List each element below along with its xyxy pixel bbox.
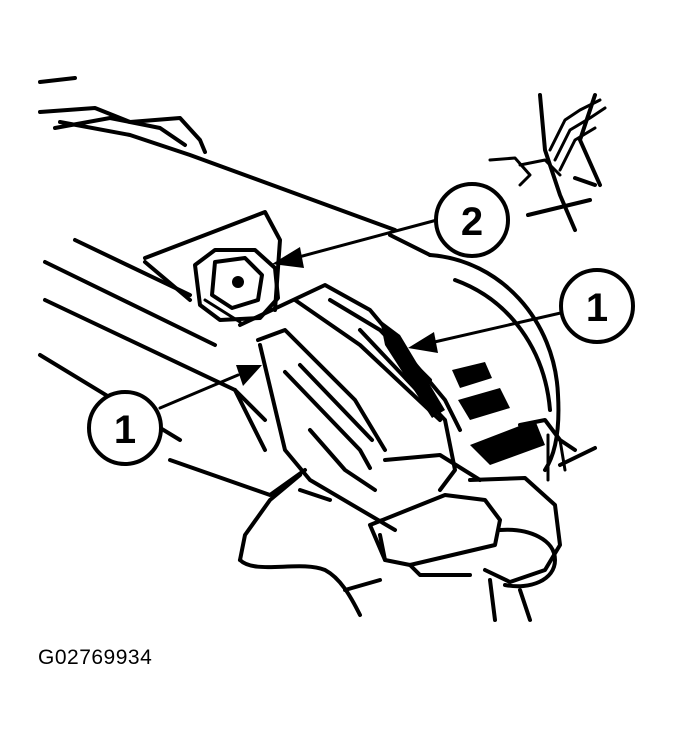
- motor-housing: [388, 233, 597, 482]
- mounting-bracket: [38, 210, 307, 497]
- figure-code: G02769934: [38, 646, 153, 669]
- callout-1-right: 1: [559, 268, 635, 344]
- upper-frame-outline: [38, 76, 397, 232]
- electrical-connector: [368, 476, 562, 622]
- callout-label: 1: [586, 286, 608, 330]
- wiring-harness: [488, 93, 607, 232]
- component-body: [238, 283, 482, 532]
- mounting-bolt: [193, 248, 280, 324]
- callout-label: 2: [461, 200, 483, 244]
- callout-leader-1-left: [158, 365, 262, 410]
- callout-2: 2: [434, 182, 510, 258]
- callout-leader-1-right: [408, 310, 567, 353]
- callout-label: 1: [114, 408, 136, 452]
- callout-leader-2: [272, 218, 439, 268]
- callout-1-left: 1: [87, 390, 163, 466]
- lower-mount: [238, 473, 382, 617]
